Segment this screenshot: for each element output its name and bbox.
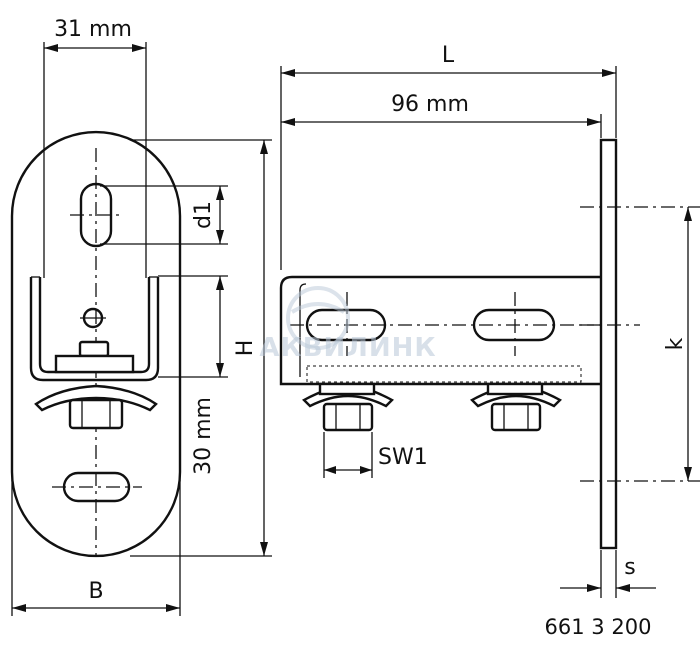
label-d1: d1 (191, 201, 216, 229)
watermark-text: АКВИЛИНК (259, 333, 436, 363)
article-number: 661 3 200 (545, 615, 652, 639)
watermark-logo-icon (286, 286, 350, 350)
dimension-31mm: 31 mm (43, 17, 147, 278)
side-nut-rail (306, 365, 582, 383)
label-B: B (88, 579, 103, 604)
side-bolt-right (470, 382, 562, 432)
label-SW1: SW1 (378, 445, 428, 470)
side-arm (279, 275, 601, 386)
dimension-30mm: 30 mm (158, 275, 228, 475)
front-plate-outline (10, 130, 182, 558)
label-L: L (442, 43, 455, 68)
side-arm-inner (299, 283, 307, 377)
dimension-s: s (560, 550, 656, 598)
dimension-k: k (663, 207, 692, 481)
watermark: АКВИЛИНК (259, 286, 436, 363)
label-H: H (233, 340, 258, 357)
dimension-d1: d1 (100, 185, 228, 245)
dimension-L: L (280, 43, 617, 270)
front-view (10, 130, 182, 558)
label-30mm: 30 mm (191, 397, 216, 475)
front-nut-top (78, 340, 110, 358)
dimension-96mm: 96 mm (281, 92, 602, 138)
label-96mm: 96 mm (391, 92, 469, 117)
watermark-logo-wave-icon (290, 302, 346, 314)
label-31mm: 31 mm (54, 17, 132, 42)
dimension-SW1: SW1 (323, 432, 428, 478)
side-bolt-left (302, 382, 394, 432)
front-channel-outer (29, 277, 160, 382)
side-back-plate (599, 138, 618, 550)
label-s: s (624, 555, 635, 580)
label-k: k (663, 337, 688, 350)
side-view (279, 138, 700, 550)
dimension-B: B (11, 480, 181, 616)
front-hex-nut (68, 398, 124, 430)
dimension-H: H (130, 139, 272, 557)
front-nut-plate (54, 354, 135, 374)
